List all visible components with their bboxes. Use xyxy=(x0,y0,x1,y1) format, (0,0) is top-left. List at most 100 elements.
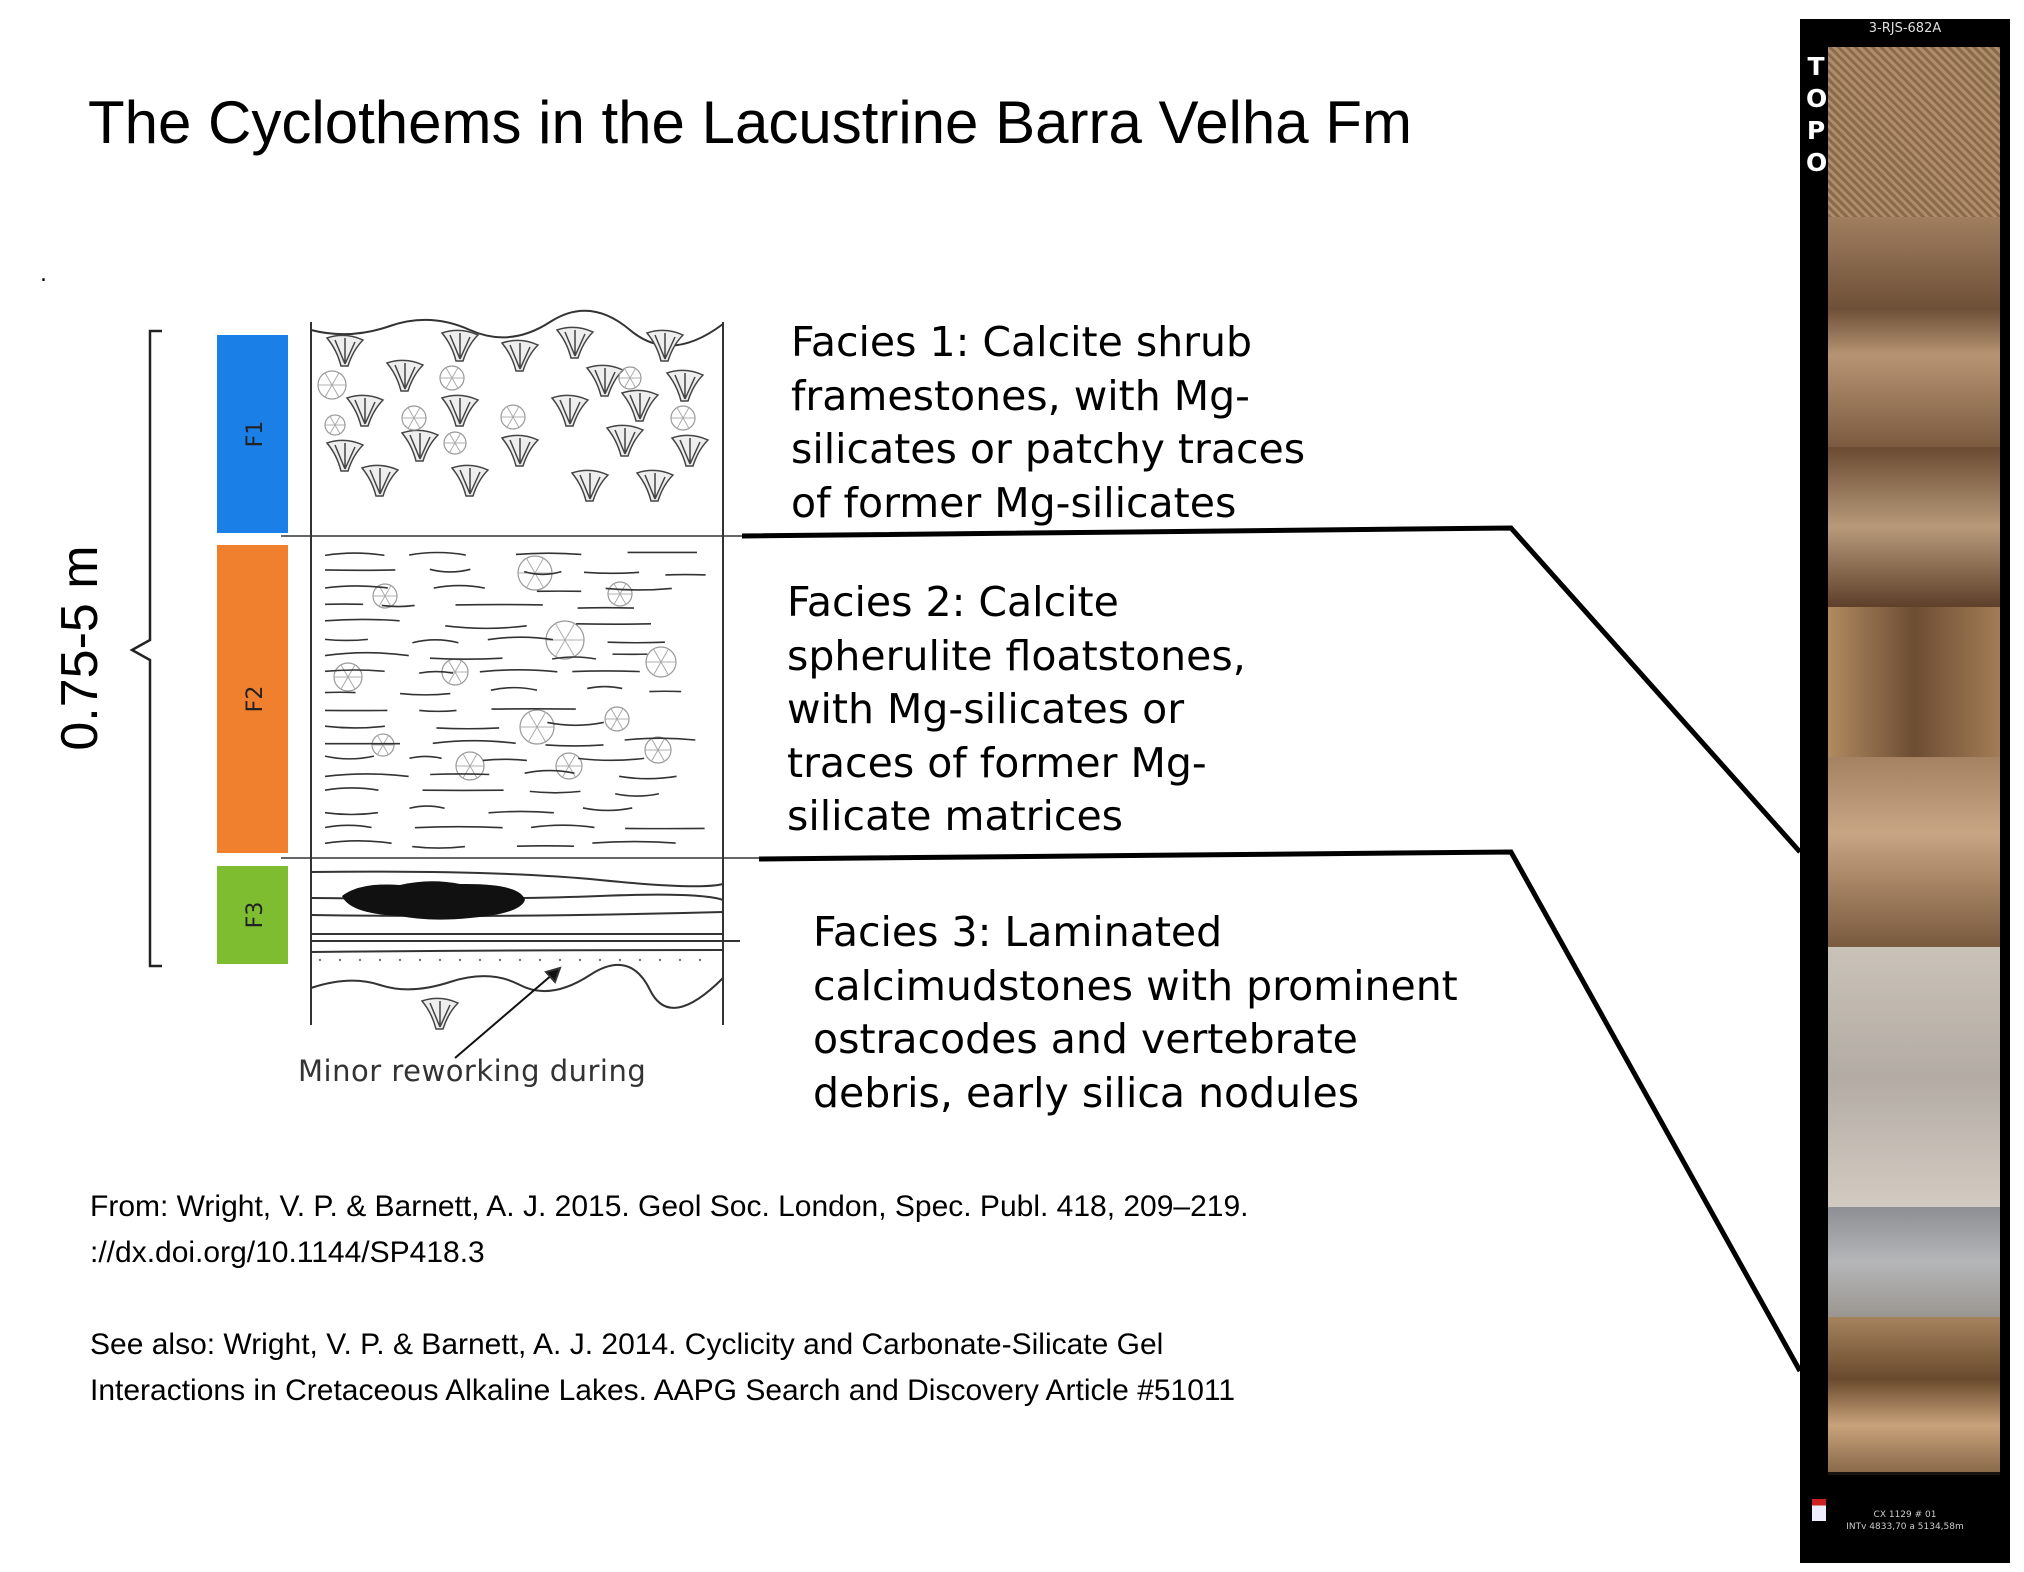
lamina-stroke xyxy=(324,824,372,829)
calcite-shrub-icon xyxy=(555,326,595,359)
facies-bar-f3 xyxy=(217,866,288,964)
core-well-id: 3-RJS-682A xyxy=(1868,21,1942,36)
facies-bar-label-f1: F1 xyxy=(243,421,268,448)
lamina-stroke xyxy=(488,810,554,814)
stray-dot: . xyxy=(40,262,47,287)
reworking-arrow xyxy=(454,967,561,1059)
spherulite-ray xyxy=(610,708,624,730)
calcite-shrub-icon xyxy=(665,369,705,402)
lamina-stroke xyxy=(429,657,503,660)
lamina-stroke xyxy=(583,571,640,575)
calcite-shrub-icon xyxy=(635,469,675,502)
lamina-stroke xyxy=(399,692,451,696)
facies-bar-f1 xyxy=(217,335,288,533)
core-segment xyxy=(1828,1317,2000,1475)
core-topo-label: TOPO xyxy=(1806,51,1828,179)
lamina-stroke xyxy=(324,755,375,760)
lamina-stroke xyxy=(592,840,676,844)
grain-dot xyxy=(418,958,422,962)
citation-primary: From: Wright, V. P. & Barnett, A. J. 201… xyxy=(90,1184,1249,1276)
lamina-stroke xyxy=(324,618,400,622)
calcite-shrub-icon xyxy=(325,439,365,472)
calcite-shrub-icon xyxy=(500,434,540,467)
stratigraphic-column xyxy=(281,309,760,1059)
lamina-stroke xyxy=(429,568,471,573)
lamina-stroke xyxy=(490,686,538,691)
grain-dot xyxy=(658,958,662,962)
spherulite-ray xyxy=(329,416,341,434)
spherulite-ray xyxy=(448,660,462,684)
lamina-stroke xyxy=(324,725,385,729)
lamina-stroke xyxy=(578,757,645,762)
spherulite-ray xyxy=(449,433,461,453)
facies-bar-label-f3: F3 xyxy=(243,902,268,929)
grain-dot xyxy=(518,958,522,962)
facies-bar-label-f2: F2 xyxy=(243,686,268,713)
calcite-shrub-icon xyxy=(325,334,365,367)
lamina-stroke xyxy=(529,790,581,794)
calcite-shrub-icon xyxy=(385,359,425,392)
lamina-stroke xyxy=(607,641,665,644)
grain-dot xyxy=(358,958,362,962)
grain-dot xyxy=(458,958,462,962)
facies-2-description: Facies 2: Calcite spherulite floatstones… xyxy=(787,578,1246,840)
grain-dot xyxy=(558,958,562,962)
lamina-stroke xyxy=(515,552,582,556)
lamina-stroke xyxy=(324,773,409,778)
spherulite-ray xyxy=(555,623,575,657)
core-box-number: CX 1129 # 01 xyxy=(1873,1510,1937,1520)
grain-dot xyxy=(378,958,382,962)
lamina-stroke xyxy=(572,670,640,673)
lamina-stroke xyxy=(582,807,633,812)
calcite-shrub-icon xyxy=(645,329,685,362)
grain-dot xyxy=(678,958,682,962)
lamina-stroke xyxy=(605,587,672,591)
lamina-stroke xyxy=(409,755,442,760)
grain-dot xyxy=(438,958,442,962)
lamina-stroke xyxy=(412,638,459,644)
lamina-stroke xyxy=(432,739,516,745)
petrobras-logo-icon xyxy=(1812,1499,1826,1521)
lamina-stroke xyxy=(409,551,466,556)
calcite-shrub-icon xyxy=(550,394,590,427)
spherulite-ray xyxy=(340,664,356,690)
core-segment xyxy=(1828,947,2000,1210)
calcite-shrub-icon xyxy=(570,469,610,502)
calcite-shrub-icon xyxy=(420,997,460,1030)
lamina-stroke xyxy=(487,636,554,641)
lamina-stroke xyxy=(324,651,409,657)
facies-bar-f2 xyxy=(217,545,288,853)
core-segment xyxy=(1828,47,2000,220)
core-segment xyxy=(1828,217,2000,450)
spherulite-ray xyxy=(528,712,546,742)
citation-see-also-line2: Interactions in Cretaceous Alkaline Lake… xyxy=(90,1374,1236,1407)
lamina-stroke xyxy=(530,824,595,829)
lamina-stroke xyxy=(324,638,368,642)
lamina-stroke xyxy=(445,625,527,630)
lamina-stroke xyxy=(619,775,677,780)
calcite-shrub-icon xyxy=(620,389,660,422)
slide-title: The Cyclothems in the Lacustrine Barra V… xyxy=(88,89,1412,156)
spherulite-ray xyxy=(624,368,636,388)
core-photo: 3-RJS-682A TOPO CX 1129 # 01 INTv 4833,7… xyxy=(1800,19,2010,1563)
spherulite-ray xyxy=(526,558,544,588)
lamina-stroke xyxy=(419,670,454,674)
spherulite-ray xyxy=(445,367,459,389)
grain-dot xyxy=(478,958,482,962)
lamina-stroke xyxy=(419,709,457,713)
lamina-stroke xyxy=(547,721,604,727)
calcite-shrub-icon xyxy=(500,339,540,372)
lamina-stroke xyxy=(552,656,597,660)
spherulite-ray xyxy=(324,372,340,398)
topo-text: TOPO xyxy=(1806,52,1828,177)
lamina-stroke xyxy=(524,769,575,774)
lamina-stroke xyxy=(587,685,623,690)
lamina-stroke xyxy=(324,669,385,673)
grain-dot xyxy=(618,958,622,962)
calcite-shrub-icon xyxy=(450,464,490,497)
grain-dot xyxy=(538,958,542,962)
grain-dot xyxy=(338,958,342,962)
lamina-stroke xyxy=(479,669,558,673)
calcite-shrub-icon xyxy=(440,329,480,362)
